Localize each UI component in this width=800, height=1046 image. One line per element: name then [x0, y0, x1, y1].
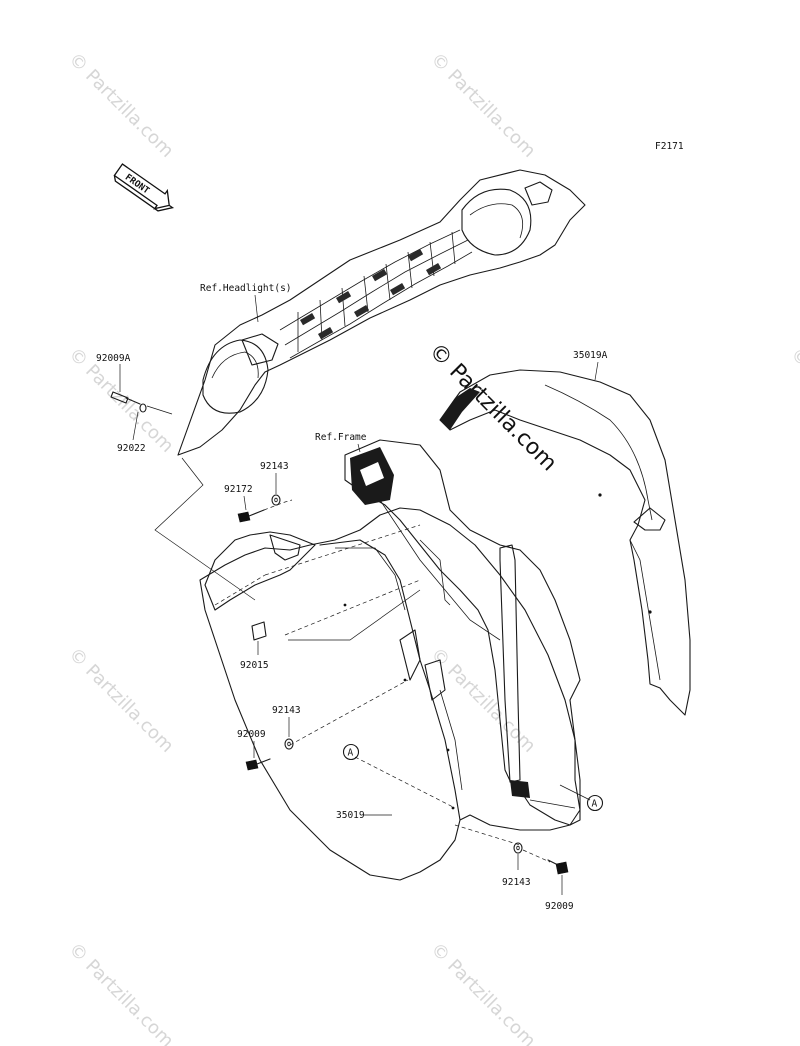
- callout-a-left: A: [342, 743, 360, 761]
- part-92015-label: 92015: [240, 660, 269, 671]
- callout-a-left-label: A: [348, 748, 354, 759]
- front-direction-arrow-icon: FRONT: [113, 163, 175, 212]
- side-panel-35019A: [439, 369, 691, 716]
- washer-92143-bottom-icon: [513, 842, 523, 854]
- ref-frame-label: Ref.Frame: [315, 432, 367, 443]
- part-92172-label: 92172: [224, 484, 253, 495]
- washer-92143-top-icon: [271, 494, 281, 506]
- clip-92015-icon: [251, 621, 267, 641]
- part-35019-label: 35019: [336, 810, 365, 821]
- bolt-92009A-icon: [110, 391, 141, 405]
- ref-headlight-label: Ref.Headlight(s): [200, 283, 292, 294]
- watermark-6: © Partzilla.com: [786, 344, 800, 457]
- watermark-4: © Partzilla.com: [64, 644, 177, 757]
- frame-reference: [344, 439, 581, 826]
- screw-92172-icon: [237, 509, 265, 523]
- fender-35019: [199, 507, 581, 881]
- callout-a-right: A: [586, 794, 604, 812]
- bolt-92009-bottom-icon: [547, 859, 569, 875]
- inner-panel: [204, 531, 316, 611]
- part-92143-top-label: 92143: [260, 461, 289, 472]
- part-92143-mid-label: 92143: [272, 705, 301, 716]
- figure-code: F2171: [655, 141, 684, 152]
- watermark-center: © Partzilla.com: [424, 339, 562, 477]
- callout-a-right-label: A: [592, 799, 598, 810]
- part-92009-mid-label: 92009: [237, 729, 266, 740]
- part-92009-bottom-label: 92009: [545, 901, 574, 912]
- bolt-92009-mid-icon: [245, 758, 271, 771]
- headlight-housing: [177, 169, 586, 456]
- watermark-1: © Partzilla.com: [64, 49, 177, 162]
- watermark-2: © Partzilla.com: [426, 49, 539, 162]
- part-92022-label: 92022: [117, 443, 146, 454]
- washer-92143-mid-icon: [284, 738, 294, 750]
- part-92009A-label: 92009A: [96, 353, 131, 364]
- part-92143-bottom-label: 92143: [502, 877, 531, 888]
- watermark-layer: © Partzilla.com © Partzilla.com © Partzi…: [64, 49, 800, 1046]
- part-35019A-label: 35019A: [573, 350, 608, 361]
- collar-92022-icon: [139, 403, 147, 413]
- watermark-8: © Partzilla.com: [426, 939, 539, 1046]
- watermark-7: © Partzilla.com: [64, 939, 177, 1046]
